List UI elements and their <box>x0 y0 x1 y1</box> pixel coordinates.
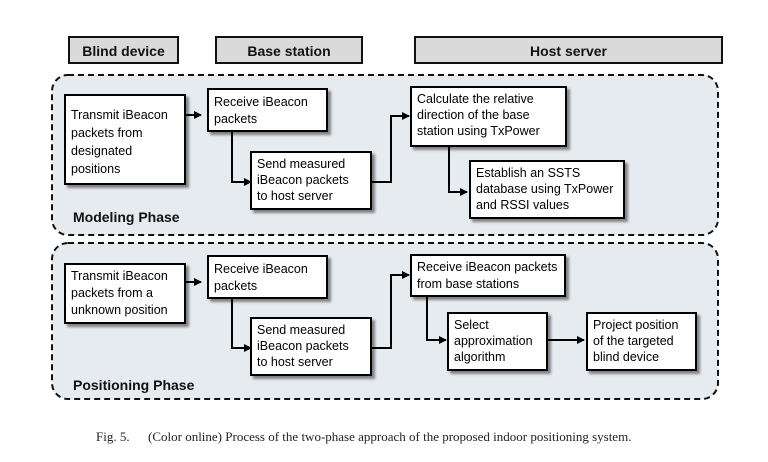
svg-text:Establish an SSTS databa: Establish an SSTS database using TxPower… <box>476 166 617 212</box>
header-base-station: Base station <box>215 36 363 64</box>
caption-text: (Color online) Process of the two-phase … <box>148 429 632 444</box>
svg-text:Send measured iBeacon pa: Send measured iBeacon packets to host se… <box>257 157 352 203</box>
box-send-measured: Send measured iBeacon packets to host se… <box>250 151 372 210</box>
box-receive-from-base-stations: Receive iBeacon packets from base statio… <box>410 254 566 297</box>
box-select-algorithm: Select approximation algorithm <box>447 312 548 371</box>
arrow-send-to-calculate <box>371 112 410 183</box>
svg-text:Select approximation: Select approximation algorithm <box>454 318 536 364</box>
box-receive-packets: Receive iBeacon packets <box>207 255 328 299</box>
svg-text:Send measured iBeacon pa: Send measured iBeacon packets to host se… <box>257 323 352 369</box>
box-project-position: Project position of the targeted blind d… <box>586 312 697 371</box>
svg-text:Calculate the relative d: Calculate the relative direction of the … <box>417 92 540 138</box>
header-label: Host server <box>530 43 608 59</box>
svg-text:Transmit iBeacon packets: Transmit iBeacon packets from a unknown … <box>71 269 171 317</box>
header-blind-device: Blind device <box>68 36 179 64</box>
figure-caption: Fig. 5. (Color online) Process of the two… <box>96 429 631 445</box>
box-transmit-designated: Transmit iBeacon packets from designated… <box>64 94 186 185</box>
box-transmit-unknown: Transmit iBeacon packets from a unknown … <box>64 263 186 324</box>
box-send-measured: Send measured iBeacon packets to host se… <box>250 317 372 376</box>
box-receive-packets: Receive iBeacon packets <box>207 88 328 132</box>
header-host-server: Host server <box>414 36 723 64</box>
svg-text:Receive iBeacon packets: Receive iBeacon packets from base statio… <box>417 260 561 291</box>
svg-text:Receive iBeacon packets: Receive iBeacon packets <box>214 95 311 126</box>
svg-text:Transmit iBeacon packets: Transmit iBeacon packets from designated… <box>71 108 171 176</box>
positioning-phase-label: Positioning Phase <box>73 377 195 393</box>
arrow-receive-to-send <box>231 131 252 186</box>
header-label: Blind device <box>82 43 165 59</box>
arrow-send-to-receive-packets <box>371 271 410 349</box>
svg-text:Receive iBeacon packets: Receive iBeacon packets <box>214 262 311 293</box>
arrow-receive-to-select <box>426 296 447 344</box>
figure-number: Fig. 5. <box>96 429 130 444</box>
box-calculate-direction: Calculate the relative direction of the … <box>410 86 567 147</box>
arrow-receive-to-send <box>231 298 252 352</box>
modeling-connectors <box>185 111 468 196</box>
svg-text:Project position of the: Project position of the targeted blind d… <box>593 318 682 364</box>
positioning-connectors <box>185 271 585 352</box>
modeling-phase-label: Modeling Phase <box>73 209 180 225</box>
header-label: Base station <box>247 43 330 59</box>
arrow-calculate-to-establish <box>448 146 468 196</box>
box-establish-database: Establish an SSTS database using TxPower… <box>469 160 625 219</box>
